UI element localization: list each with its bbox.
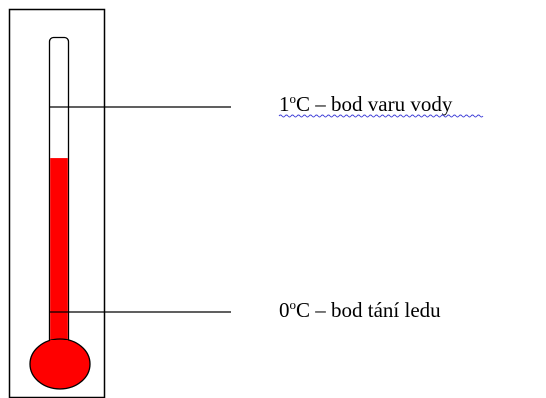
boiling-point-text: C – bod varu vody: [296, 92, 453, 116]
degree-symbol: o: [290, 91, 297, 106]
melting-point-value: 0: [279, 298, 290, 322]
thermometer-neck: [50, 340, 68, 356]
melting-point-label: 0oC – bod tání ledu: [279, 297, 441, 322]
boiling-point-label: 1oC – bod varu vody: [279, 91, 453, 116]
mercury-column: [50, 158, 68, 354]
thermometer-bulb: [29, 338, 91, 390]
spellcheck-underline: [278, 114, 484, 118]
degree-symbol: o: [290, 297, 297, 312]
boiling-point-value: 1: [279, 92, 290, 116]
melting-point-text: C – bod tání ledu: [296, 298, 441, 322]
